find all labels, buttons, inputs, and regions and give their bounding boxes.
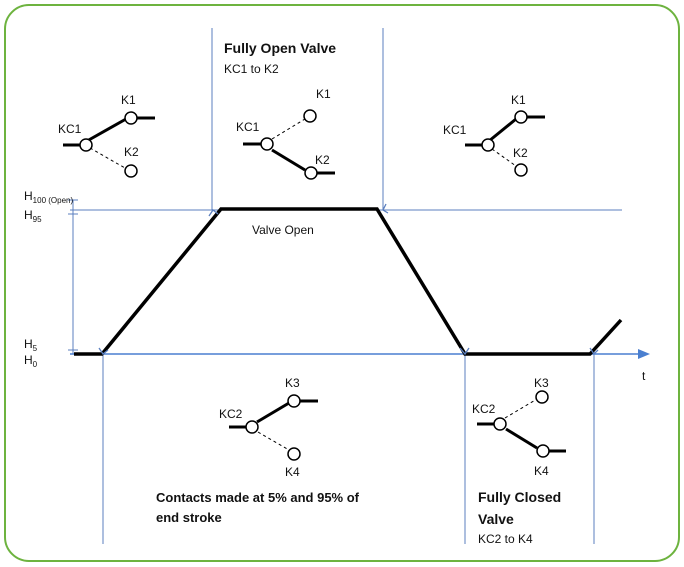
svg-text:K2: K2	[315, 153, 330, 167]
contact-kc1	[79, 138, 93, 152]
contact-k2	[514, 163, 528, 177]
fully-closed-title-line1: Fully Closed	[478, 489, 561, 505]
switch-top-right: KC1 K1 K2	[443, 93, 545, 177]
contact-kc2	[245, 420, 259, 434]
fully-open-title: Fully Open Valve	[224, 40, 336, 56]
switch-bottom-middle: KC2 K3 K4	[219, 376, 318, 479]
svg-text:K3: K3	[534, 376, 549, 390]
y-label-h95: H95	[24, 208, 42, 224]
svg-text:KC1: KC1	[58, 122, 82, 136]
y-label-h0: H0	[24, 353, 38, 369]
crossing-markers	[98, 203, 599, 356]
contact-k3	[287, 394, 301, 408]
contact-k2	[124, 164, 138, 178]
marker-h5-falling	[459, 347, 470, 356]
marker-h95-rising	[208, 209, 219, 217]
svg-text:K1: K1	[511, 93, 526, 107]
fully-closed-subtitle: KC2 to K4	[478, 532, 533, 546]
valve-open-label: Valve Open	[252, 223, 314, 237]
switch-top-left: KC1 K1 K2	[58, 93, 155, 178]
contact-kc1	[481, 138, 495, 152]
svg-text:K1: K1	[316, 87, 331, 101]
contact-kc1	[260, 137, 274, 151]
svg-text:KC1: KC1	[236, 120, 260, 134]
vertical-guides	[72, 28, 595, 544]
contact-k1	[303, 109, 317, 123]
fully-closed-title-line2: Valve	[478, 511, 514, 527]
svg-text:K3: K3	[285, 376, 300, 390]
contact-k1	[514, 110, 528, 124]
contact-kc2	[493, 417, 507, 431]
contact-k2	[304, 166, 318, 180]
marker-h95-falling	[382, 203, 389, 214]
contact-k3	[535, 390, 549, 404]
switch-bottom-right: KC2 K3 K4	[472, 376, 566, 478]
fully-open-subtitle: KC1 to K2	[224, 62, 279, 76]
contact-k4	[536, 444, 550, 458]
svg-text:KC2: KC2	[472, 402, 496, 416]
svg-text:K4: K4	[534, 464, 549, 478]
switch-top-middle: KC1 K1 K2	[236, 87, 335, 180]
svg-text:KC2: KC2	[219, 407, 243, 421]
marker-h5-rising-right	[589, 347, 599, 356]
marker-h5-rising	[98, 347, 109, 355]
diagram-frame	[4, 4, 680, 562]
contacts-note-line1: Contacts made at 5% and 95% of	[156, 490, 360, 505]
svg-text:KC1: KC1	[443, 123, 467, 137]
svg-text:K1: K1	[121, 93, 136, 107]
contact-k1	[124, 111, 138, 125]
contact-k4	[287, 447, 301, 461]
y-label-h100: H100 (Open)	[24, 189, 73, 205]
time-axis-arrowhead	[638, 349, 650, 359]
svg-text:K4: K4	[285, 465, 300, 479]
svg-text:K2: K2	[513, 146, 528, 160]
x-axis-label: t	[642, 369, 646, 383]
svg-text:K2: K2	[124, 145, 139, 159]
y-label-h5: H5	[24, 337, 38, 353]
contacts-note-line2: end stroke	[156, 510, 222, 525]
valve-stroke-curve	[74, 207, 623, 356]
